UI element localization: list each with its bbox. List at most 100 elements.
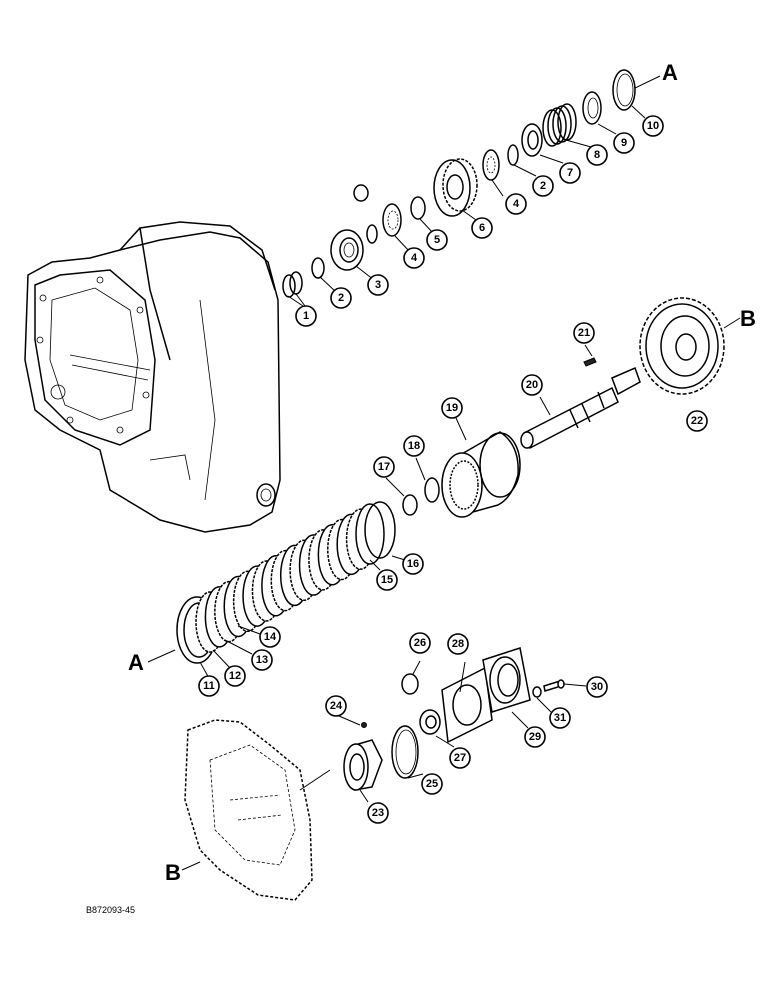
part-28 xyxy=(441,666,493,744)
clutch-plates xyxy=(195,503,385,653)
part-26 xyxy=(401,673,419,695)
svg-text:7: 7 xyxy=(567,167,573,179)
part-16 xyxy=(364,501,396,559)
svg-text:11: 11 xyxy=(203,680,215,692)
reference-letter-b-top: B xyxy=(740,306,756,331)
callout-4: 4 xyxy=(403,247,425,269)
svg-text:9: 9 xyxy=(621,137,627,149)
svg-text:17: 17 xyxy=(378,461,390,473)
loose-washer xyxy=(353,184,369,202)
part-23 xyxy=(343,739,383,791)
callout-19: 19 xyxy=(441,397,463,419)
svg-text:16: 16 xyxy=(407,558,419,570)
part-17 xyxy=(402,494,418,516)
svg-text:12: 12 xyxy=(229,670,241,682)
svg-text:30: 30 xyxy=(591,681,603,693)
callout-1: 1 xyxy=(295,305,317,327)
leader-lines xyxy=(147,75,741,871)
part-2b xyxy=(507,144,519,166)
reference-letter-a-bottom: A xyxy=(128,650,144,675)
svg-text:4: 4 xyxy=(513,198,520,210)
callout-30: 30 xyxy=(586,676,608,698)
callout-28: 28 xyxy=(447,633,469,655)
callout-2b: 2 xyxy=(532,175,554,197)
callout-6: 6 xyxy=(471,217,493,239)
part-22 xyxy=(639,297,725,395)
part-10 xyxy=(612,69,636,111)
callout-20: 20 xyxy=(521,374,543,396)
part-8 xyxy=(542,103,577,147)
figure-code: B872093-45 xyxy=(86,905,135,915)
callout-16: 16 xyxy=(402,553,424,575)
callout-23: 23 xyxy=(367,802,389,824)
transmission-housing xyxy=(24,221,281,533)
svg-text:13: 13 xyxy=(256,654,268,666)
svg-text:10: 10 xyxy=(647,120,659,132)
svg-text:2: 2 xyxy=(540,180,546,192)
part-5 xyxy=(410,196,426,220)
upper-shaft-parts xyxy=(282,69,636,298)
rear-parts xyxy=(343,647,565,791)
callout-31: 31 xyxy=(549,707,571,729)
callout-12: 12 xyxy=(224,665,246,687)
clutch-plate xyxy=(355,503,385,565)
callout-7: 7 xyxy=(559,162,581,184)
part-7 xyxy=(521,123,543,157)
svg-text:8: 8 xyxy=(594,149,600,161)
part-27 xyxy=(419,709,441,735)
callout-9: 9 xyxy=(613,132,635,154)
svg-text:27: 27 xyxy=(454,752,466,764)
callout-10: 10 xyxy=(642,115,664,137)
svg-text:6: 6 xyxy=(479,222,485,234)
svg-text:4: 4 xyxy=(411,252,418,264)
part-1b xyxy=(289,271,303,295)
part-24 xyxy=(361,722,367,728)
callout-3: 3 xyxy=(367,274,389,296)
part-20 xyxy=(520,366,641,450)
part-4 xyxy=(382,203,402,237)
svg-text:28: 28 xyxy=(452,638,464,650)
callout-8: 8 xyxy=(586,144,608,166)
callout-11: 11 xyxy=(198,675,220,697)
reference-letter-b-bottom: B xyxy=(165,860,181,885)
callout-17: 17 xyxy=(373,456,395,478)
callout-14: 14 xyxy=(259,626,281,648)
svg-text:18: 18 xyxy=(408,440,420,452)
part-30 xyxy=(543,679,565,692)
callout-27: 27 xyxy=(449,747,471,769)
svg-text:25: 25 xyxy=(426,778,438,790)
part-2 xyxy=(311,257,325,279)
svg-text:2: 2 xyxy=(338,292,344,304)
svg-text:31: 31 xyxy=(554,712,566,724)
callout-22: 22 xyxy=(686,410,708,432)
callout-18: 18 xyxy=(403,435,425,457)
callout-21: 21 xyxy=(573,322,595,344)
svg-text:22: 22 xyxy=(691,415,703,427)
callout-13: 13 xyxy=(251,649,273,671)
svg-text:20: 20 xyxy=(526,379,538,391)
callout-4b: 4 xyxy=(505,193,527,215)
callout-25: 25 xyxy=(421,773,443,795)
svg-text:19: 19 xyxy=(446,402,458,414)
svg-text:5: 5 xyxy=(434,234,440,246)
svg-text:23: 23 xyxy=(372,807,384,819)
part-6 xyxy=(433,158,478,217)
svg-text:15: 15 xyxy=(381,574,393,586)
callout-2: 2 xyxy=(330,287,352,309)
part-4b xyxy=(482,149,500,181)
svg-text:21: 21 xyxy=(578,327,590,339)
svg-text:24: 24 xyxy=(330,700,343,712)
callout-24: 24 xyxy=(325,695,347,717)
part-21 xyxy=(583,357,597,367)
part-18 xyxy=(424,477,440,503)
clutch-pack xyxy=(176,477,440,664)
part-31 xyxy=(532,686,542,698)
drum-shaft-gear xyxy=(441,297,725,518)
callout-15: 15 xyxy=(376,569,398,591)
svg-text:14: 14 xyxy=(264,631,277,643)
part-19 xyxy=(441,431,521,518)
rear-housing xyxy=(184,719,313,901)
callout-26: 26 xyxy=(409,632,431,654)
svg-text:29: 29 xyxy=(529,731,541,743)
